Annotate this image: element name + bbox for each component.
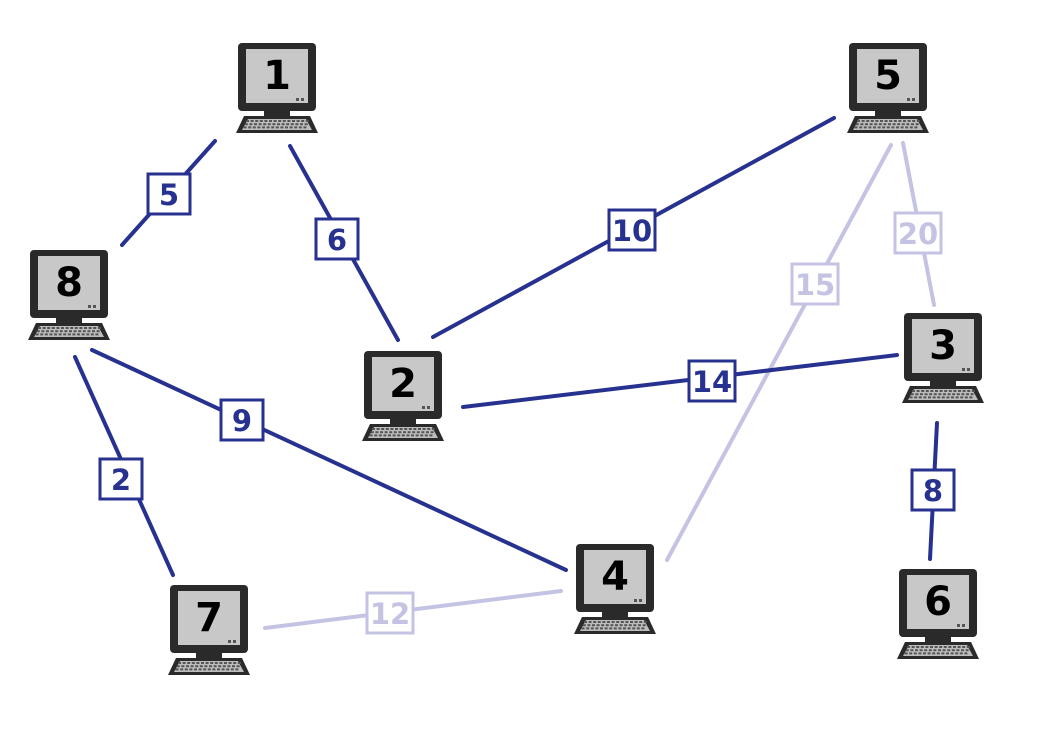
edge-8-4: 9 — [90, 348, 568, 572]
edge-weight-label: 9 — [232, 404, 252, 438]
edge-weight-box — [687, 359, 737, 403]
node-number: 6 — [924, 579, 952, 625]
edge-line — [461, 353, 899, 409]
computer-icon — [168, 585, 250, 675]
edge-line — [90, 348, 568, 572]
node-number: 1 — [263, 53, 291, 99]
edge-weight-label: 10 — [612, 214, 652, 248]
edge-8-7: 2 — [73, 355, 175, 577]
node-number: 8 — [55, 260, 83, 306]
computer-icon — [897, 569, 979, 659]
edge-weight-box — [790, 262, 840, 306]
edge-weight-box — [365, 591, 415, 635]
node-number: 5 — [874, 53, 902, 99]
computer-node-5: 5 — [847, 43, 929, 133]
computer-icon — [902, 313, 984, 403]
computer-node-3: 3 — [902, 313, 984, 403]
edge-weight-label: 15 — [795, 268, 835, 302]
edge-weight-label: 5 — [159, 178, 179, 212]
node-number: 2 — [389, 361, 417, 407]
computer-node-2: 2 — [362, 351, 444, 441]
edge-weight-label: 2 — [111, 463, 131, 497]
edge-weight-label: 8 — [923, 474, 943, 508]
edge-weight-label: 20 — [898, 217, 938, 251]
node-number: 3 — [929, 323, 957, 369]
node-number: 4 — [601, 554, 629, 600]
computer-node-4: 4 — [574, 544, 656, 634]
edge-5-3: 20 — [893, 141, 943, 307]
computer-icon — [847, 43, 929, 133]
computer-icon — [28, 250, 110, 340]
computer-icon — [236, 43, 318, 133]
edge-8-1: 5 — [120, 139, 217, 247]
edge-weight-box — [607, 208, 657, 252]
edge-7-4: 12 — [263, 589, 563, 635]
edge-weight-box — [146, 172, 192, 216]
edge-weight-label: 14 — [692, 365, 732, 399]
edge-weight-label: 6 — [327, 223, 347, 257]
edge-1-2: 6 — [288, 144, 400, 342]
edge-2-5: 10 — [431, 116, 836, 339]
edge-4-5: 15 — [665, 143, 893, 562]
edge-weight-box — [910, 468, 956, 512]
computer-node-1: 1 — [236, 43, 318, 133]
computer-icon — [574, 544, 656, 634]
computer-node-6: 6 — [897, 569, 979, 659]
computer-node-8: 8 — [28, 250, 110, 340]
edge-weight-box — [893, 211, 943, 255]
edge-2-3: 14 — [461, 353, 899, 409]
edge-line — [665, 143, 893, 562]
edge-weight-label: 12 — [370, 597, 410, 631]
node-number: 7 — [195, 595, 223, 641]
edge-weight-box — [98, 457, 144, 501]
edge-3-6: 8 — [910, 421, 956, 561]
computer-icon — [362, 351, 444, 441]
edge-weight-box — [219, 398, 265, 442]
computer-node-7: 7 — [168, 585, 250, 675]
edge-weight-box — [314, 217, 360, 261]
